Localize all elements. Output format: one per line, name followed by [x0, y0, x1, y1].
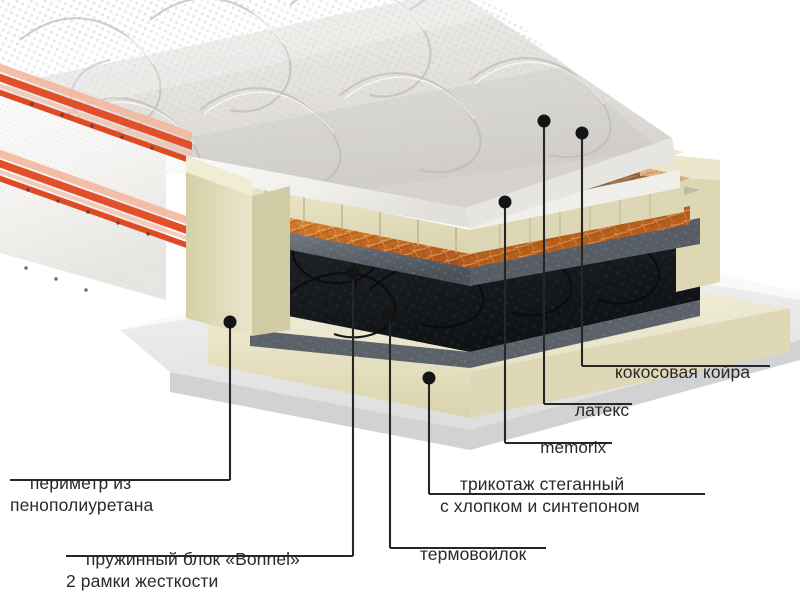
side-stitches [24, 102, 154, 292]
dot-spring [346, 266, 360, 280]
dot-coir [575, 126, 589, 140]
side-stripe-lower [0, 149, 192, 250]
dot-quilt [422, 371, 436, 385]
callout-thermofelt: термовойлок [400, 521, 526, 587]
callout-dots [223, 114, 589, 385]
callout-spring-block: пружинный блок «Bonnel»2 рамки жесткости [66, 526, 300, 600]
callout-latex-line1: латекс [574, 400, 630, 421]
callout-memorix-line1: memorix [540, 438, 607, 458]
callout-perimeter-line1: периметр из [29, 473, 132, 494]
perimeter-foam-front-block [186, 156, 290, 336]
callout-memorix: memorix [521, 416, 606, 480]
callout-quilt-line2: с хлопком и синтепоном [440, 496, 640, 517]
callout-perimeter-line2: пенополиуретана [10, 495, 154, 516]
dot-memorix [498, 195, 512, 209]
dot-thermofelt [383, 308, 397, 322]
callout-quilt-line1: трикотаж стеганный [459, 474, 625, 495]
callout-coir-line1: кокосовая койра [614, 362, 751, 383]
dot-latex [537, 114, 551, 128]
side-stripe-upper [0, 63, 192, 164]
latex-segments-right [499, 190, 651, 248]
callout-spring-line1: пружинный блок «Bonnel» [85, 549, 300, 570]
callout-latex: латекс [555, 377, 629, 443]
callout-thermofelt-line1: термовойлок [419, 544, 527, 565]
dot-perimeter [223, 315, 237, 329]
callout-coconut-coir: кокосовая койра [595, 339, 750, 405]
mattress-side-panel [0, 63, 192, 300]
callout-spring-line2: 2 рамки жесткости [66, 571, 219, 592]
